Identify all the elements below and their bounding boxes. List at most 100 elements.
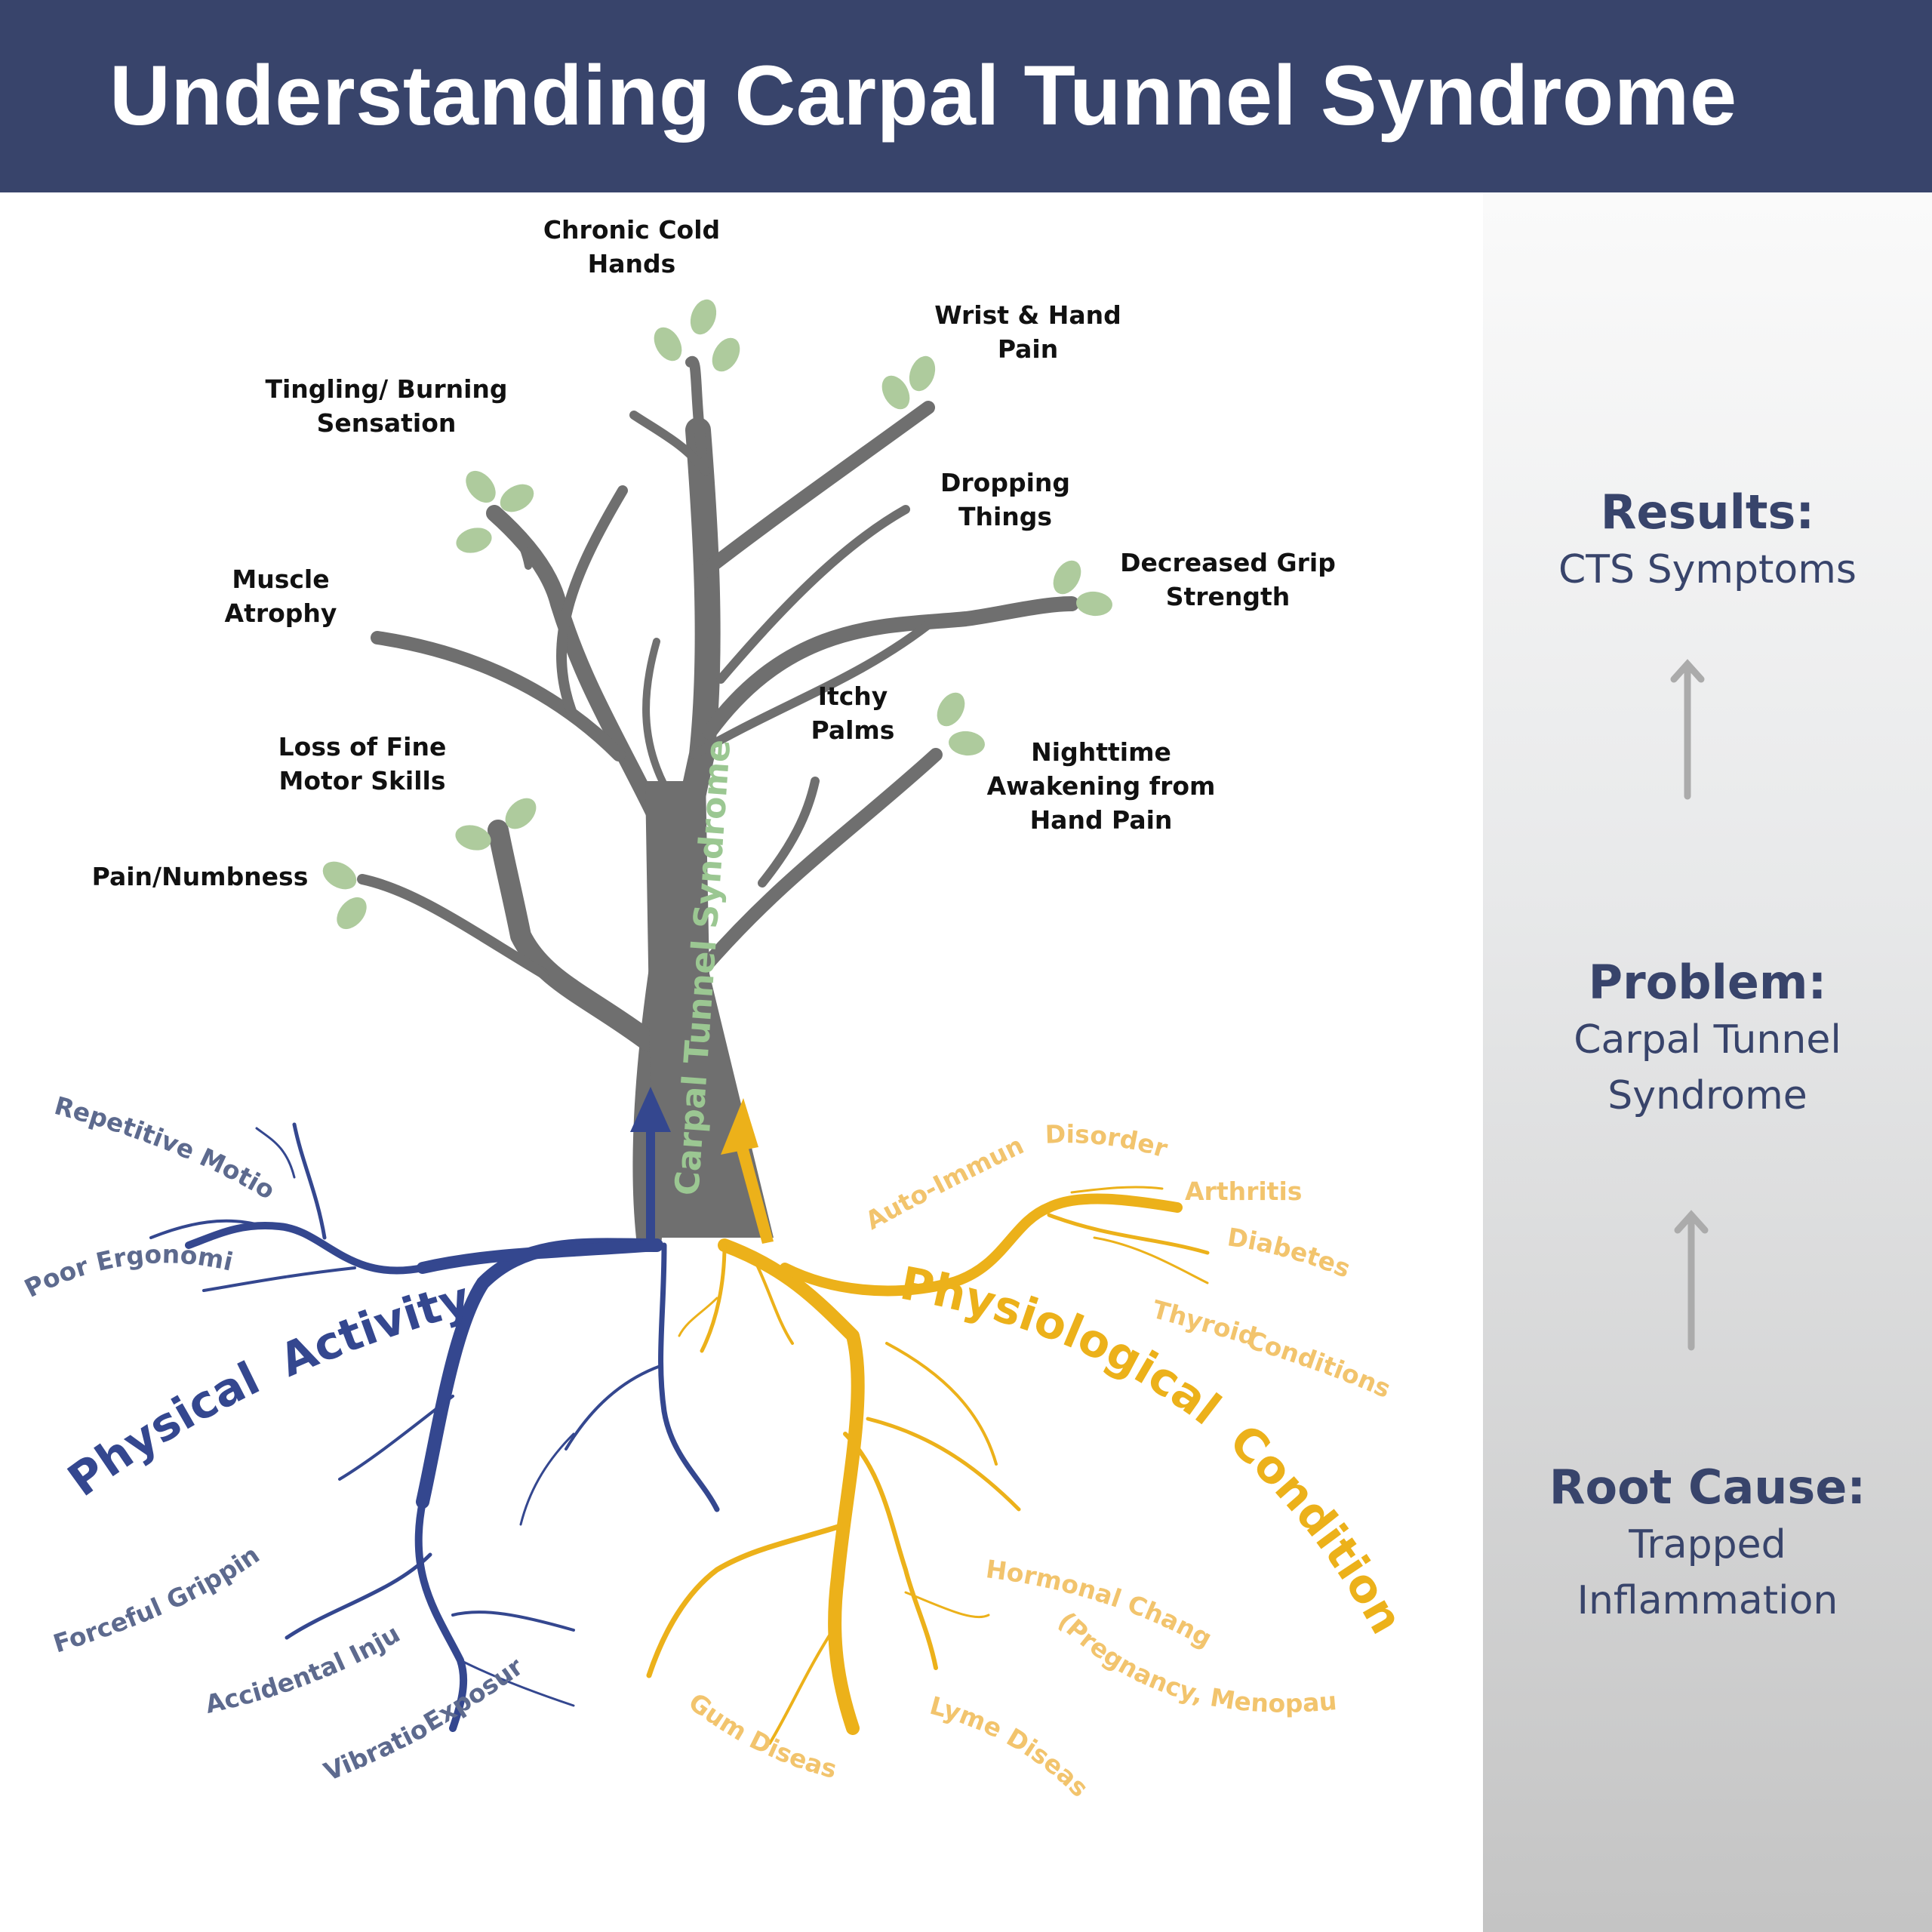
leaf <box>466 470 496 503</box>
leaf-cluster <box>322 861 367 930</box>
root-cause-subtitle-line1: Trapped <box>1629 1522 1786 1567</box>
root-branch <box>565 1364 662 1451</box>
physiological-roots <box>646 1186 1210 1745</box>
root-branch <box>414 1498 468 1732</box>
up-arrow-icon <box>1674 1210 1709 1351</box>
leaf <box>455 825 491 851</box>
branch <box>685 355 707 458</box>
root-branch <box>417 1239 663 1274</box>
symptom-label-pain-numbness: Pain/Numbness <box>92 862 309 891</box>
root-branch <box>780 1193 1183 1297</box>
leaf <box>949 731 985 756</box>
branch <box>758 777 820 888</box>
leaf-cluster <box>881 355 936 410</box>
leaf <box>500 484 534 512</box>
cause-label-autoimmune: Auto-Immune <box>0 0 1028 1235</box>
results-block: Results: CTS Symptoms <box>1483 483 1932 598</box>
cause-label-arthritis: Arthritis <box>1185 1177 1302 1206</box>
root-branch <box>285 1552 432 1640</box>
blue-up-arrow-icon <box>630 1087 671 1245</box>
leaf <box>505 798 537 829</box>
branch <box>699 748 943 973</box>
root-branch <box>658 1242 720 1512</box>
branch <box>556 485 628 722</box>
branch <box>629 411 710 476</box>
leaf <box>654 327 682 361</box>
root-cause-heading: Root Cause: <box>1549 1460 1866 1515</box>
cause-label-injury: Accidental Injury <box>0 0 405 1719</box>
leaf-cluster <box>1053 560 1112 617</box>
leaf <box>712 337 740 372</box>
root-branch <box>768 1621 839 1745</box>
root-branch <box>718 1238 865 1735</box>
cause-label-diabetes: Diabetes <box>1226 1222 1355 1284</box>
leaf <box>909 355 936 392</box>
branch <box>642 638 668 789</box>
root-branch <box>451 1611 575 1632</box>
results-heading: Results: <box>1600 485 1815 540</box>
root-branch <box>459 1659 575 1707</box>
root-branch <box>678 1297 718 1337</box>
branch <box>486 505 688 876</box>
problem-subtitle-line2: Syndrome <box>1607 1073 1807 1118</box>
leaf <box>322 861 357 890</box>
root-branch <box>1093 1236 1209 1284</box>
root-branch <box>843 1432 938 1670</box>
cause-label-thyroid: Thyroid <box>1149 1294 1260 1352</box>
physical-roots <box>149 1122 720 1732</box>
leaf-cluster <box>654 299 740 372</box>
header-banner: Understanding Carpal Tunnel Syndrome <box>0 0 1932 192</box>
sidebar-arrows <box>1670 659 1709 1351</box>
leaf <box>1053 560 1081 595</box>
cause-label-thyroid-conditions: Conditions <box>1244 1324 1395 1404</box>
root-branch <box>519 1432 575 1526</box>
root-branch <box>700 1243 727 1353</box>
branch <box>690 614 940 759</box>
leaf <box>1076 591 1112 617</box>
root-branch <box>646 1521 848 1678</box>
root-cause-subtitle-line2: Inflammation <box>1577 1578 1838 1623</box>
root-branch <box>338 1395 454 1481</box>
root-branch <box>255 1127 296 1179</box>
problem-subtitle-line1: Carpal Tunnel <box>1574 1017 1841 1063</box>
branch <box>494 509 532 570</box>
root-cause-block: Root Cause: Trapped Inflammation <box>1483 1458 1932 1629</box>
root-branch <box>202 1266 356 1292</box>
root-branch <box>885 1342 998 1466</box>
root-branch <box>1070 1186 1164 1194</box>
cause-label-lyme: Lyme Disease <box>0 0 1094 1803</box>
problem-heading: Problem: <box>1588 955 1827 1010</box>
problem-block: Problem: Carpal Tunnel Syndrome <box>1483 953 1932 1124</box>
cause-label-ergonomics: Poor Ergonomics <box>0 0 235 1303</box>
root-branch <box>292 1122 327 1240</box>
leaf-cluster <box>456 470 534 553</box>
branch <box>695 401 935 580</box>
page-title: Understanding Carpal Tunnel Syndrome <box>109 48 1737 143</box>
branch <box>488 820 660 1052</box>
sidebar-panel: Results: CTS Symptoms Problem: Carpal Tu… <box>1483 192 1932 1932</box>
leaf <box>881 375 910 410</box>
cause-label-vibration: Vibration <box>0 0 432 1786</box>
leaf <box>937 692 965 727</box>
physical-cause-labels: Repetitive Motions Poor Ergonomics Force… <box>0 0 529 1786</box>
root-branch <box>1047 1213 1210 1255</box>
root-branch <box>904 1591 990 1619</box>
branch <box>716 505 910 684</box>
branch <box>371 631 626 761</box>
root-branch <box>753 1259 794 1345</box>
gold-up-arrow-icon <box>721 1098 774 1244</box>
root-branch <box>185 1222 426 1275</box>
up-arrow-icon <box>1670 659 1705 800</box>
branch <box>357 874 549 979</box>
